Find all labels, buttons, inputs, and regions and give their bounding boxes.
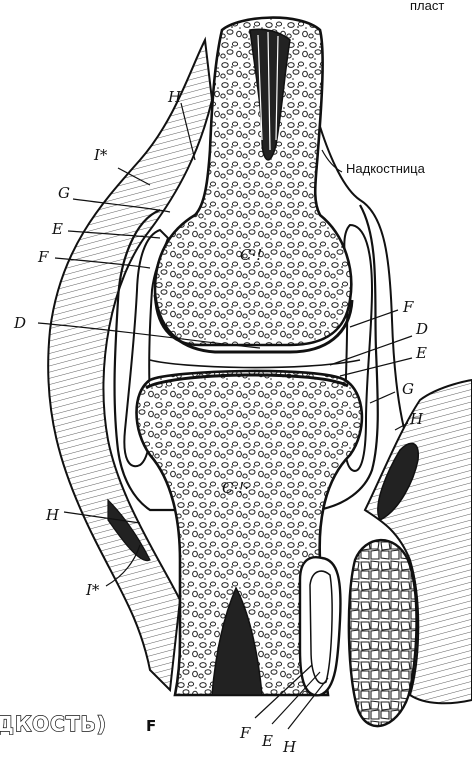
label-e-left: E	[51, 220, 63, 238]
label-h-bottom: H	[282, 738, 297, 756]
label-i-bottom: I*	[85, 581, 100, 599]
joint-space	[150, 360, 360, 368]
label-c-lower: C·!·	[222, 479, 249, 497]
label-h-left-low: H	[45, 506, 60, 524]
lower-bursa-inner	[310, 571, 332, 683]
upper-bone	[155, 18, 351, 345]
fat-pad	[349, 540, 417, 726]
label-g-right: G	[402, 380, 414, 398]
label-d-left: D	[13, 314, 26, 332]
label-d-right: D	[415, 320, 428, 338]
label-f-right: F	[402, 298, 414, 316]
label-c-upper: C·!	[240, 246, 262, 264]
label-g-left: G	[58, 184, 70, 202]
title-suffix: F	[146, 717, 156, 735]
label-e-right: E	[415, 344, 427, 362]
label-e-bottom: E	[261, 732, 273, 750]
label-f-bottom: F	[239, 724, 251, 742]
label-top-right: пласт	[410, 0, 444, 13]
label-h-right: H	[409, 410, 424, 428]
label-i-top: I*	[93, 146, 108, 164]
title-fragment: ДКОСТЬ)	[0, 712, 107, 736]
label-periosteum: Надкостница	[346, 161, 426, 176]
label-f-left: F	[37, 248, 49, 266]
label-h-top: H	[167, 88, 182, 106]
